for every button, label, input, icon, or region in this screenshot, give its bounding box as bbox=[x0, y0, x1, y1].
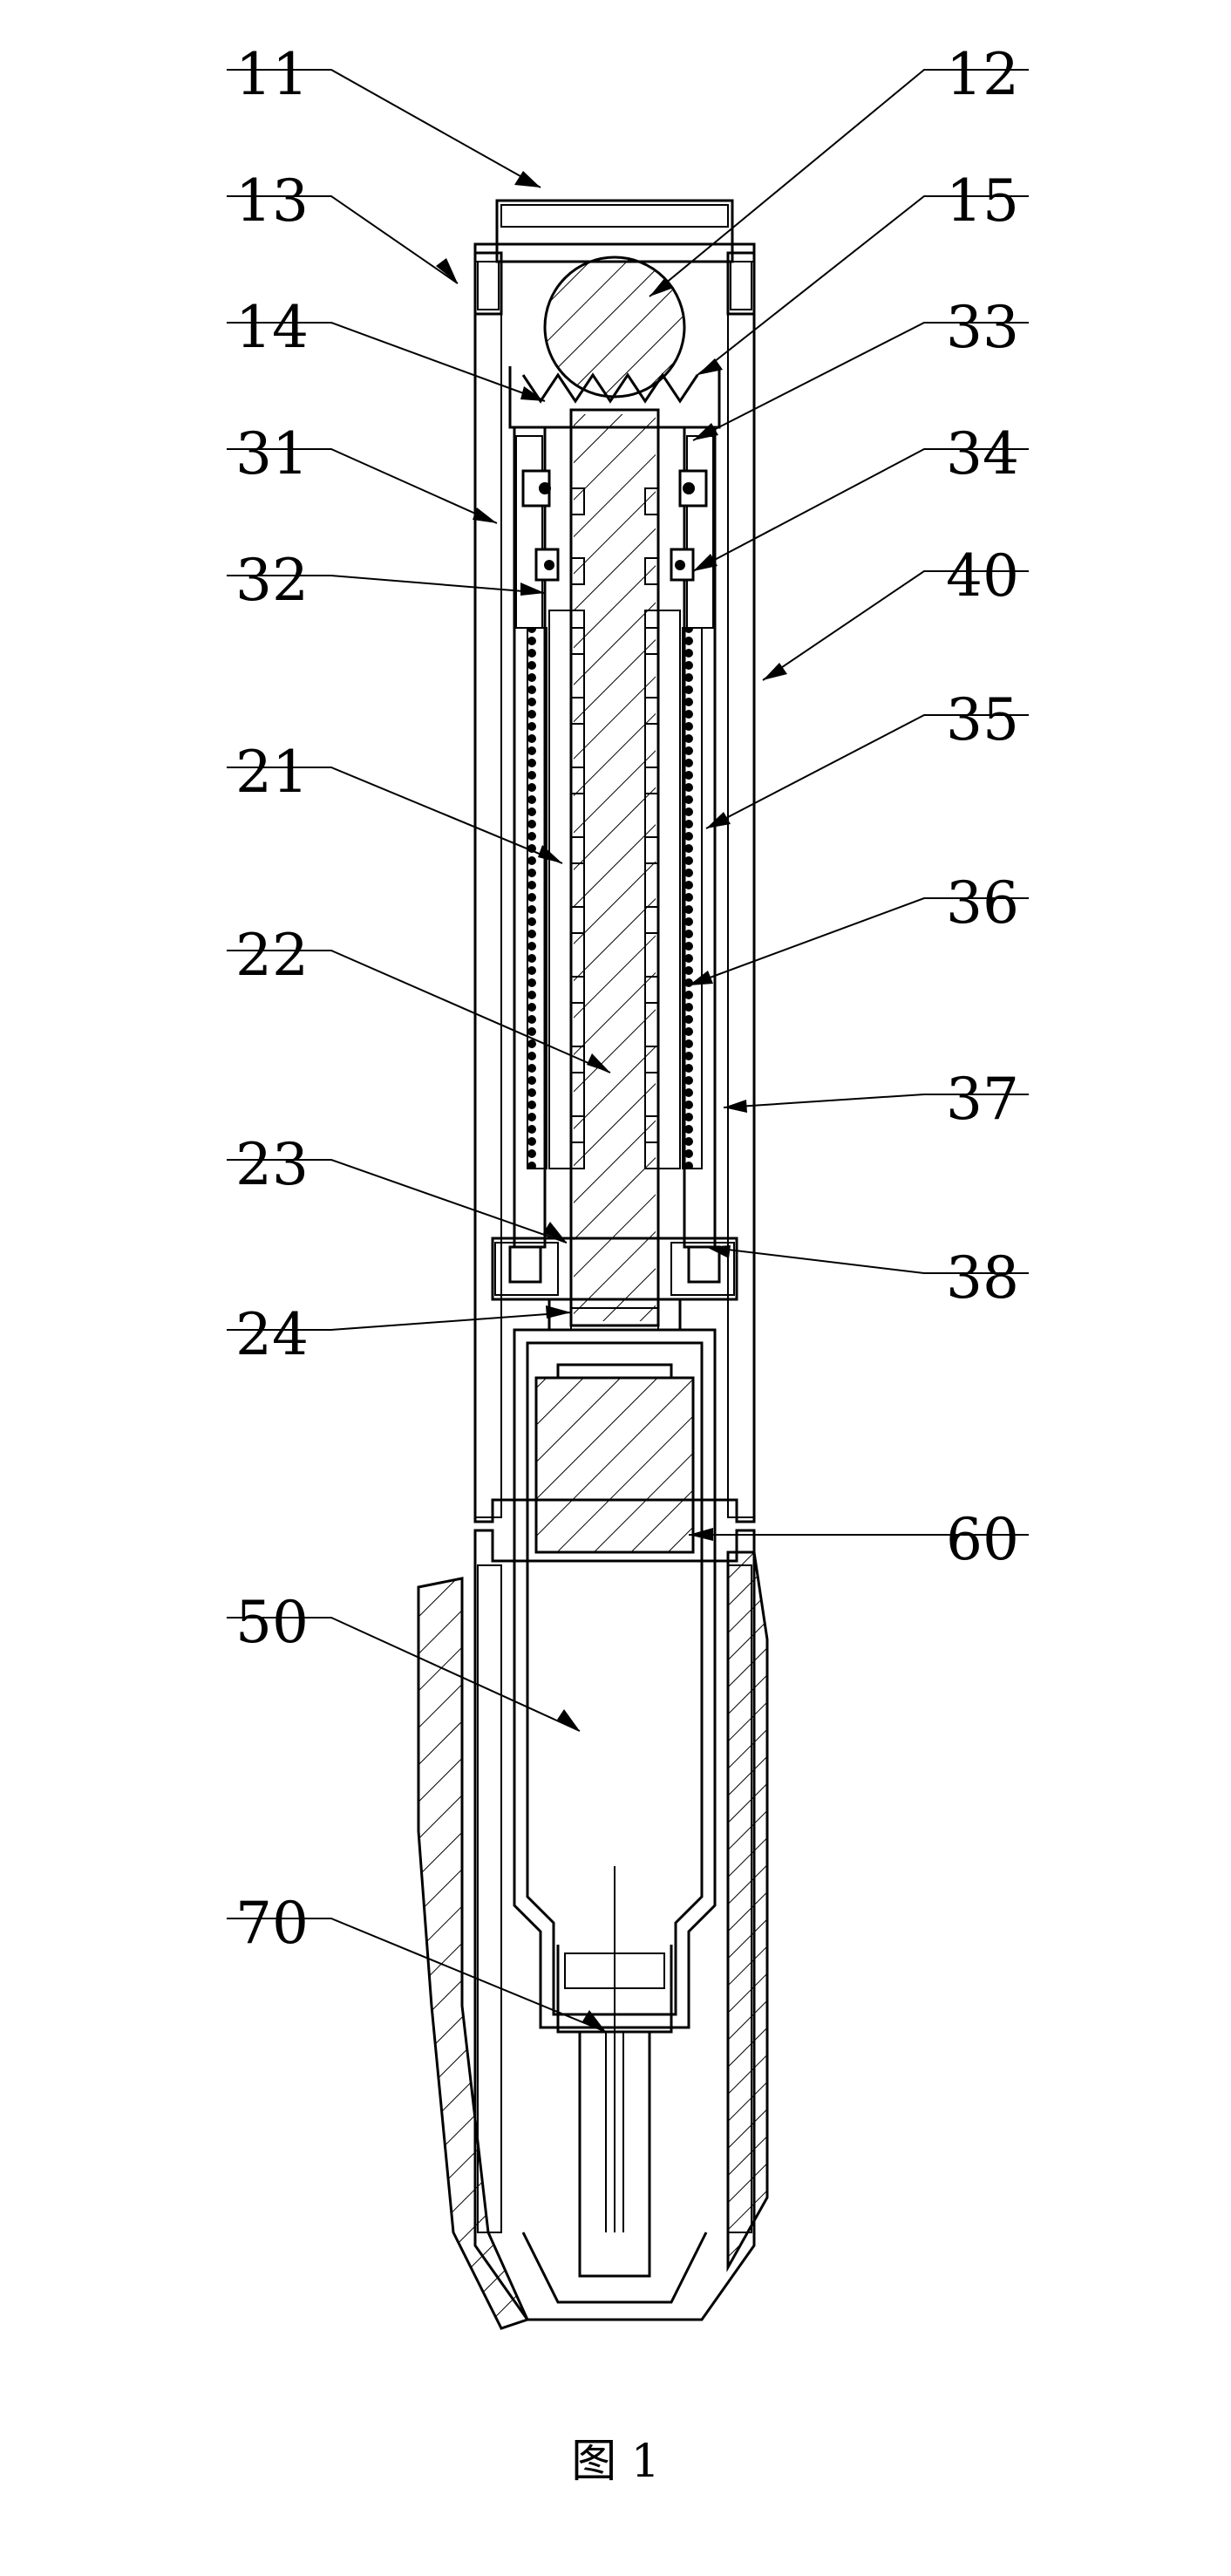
label-50: 50 bbox=[235, 1589, 309, 1656]
label-38: 38 bbox=[946, 1244, 1019, 1312]
figure-caption: 图 1 bbox=[571, 2436, 660, 2488]
pen-body bbox=[417, 199, 769, 2330]
label-36: 36 bbox=[946, 869, 1019, 937]
label-11: 11 bbox=[235, 41, 309, 108]
leader-lines bbox=[227, 69, 1029, 2033]
label-21: 21 bbox=[235, 739, 309, 806]
label-23: 23 bbox=[235, 1131, 309, 1198]
label-22: 22 bbox=[235, 922, 309, 989]
label-32: 32 bbox=[235, 547, 309, 614]
label-60: 60 bbox=[946, 1506, 1019, 1573]
label-15: 15 bbox=[946, 167, 1019, 235]
label-14: 14 bbox=[235, 294, 309, 361]
label-34: 34 bbox=[946, 420, 1019, 487]
arrowheads bbox=[436, 171, 787, 2032]
reference-numerals: 11 12 13 15 14 33 31 34 32 40 21 35 22 3… bbox=[235, 41, 1019, 1957]
label-12: 12 bbox=[946, 41, 1019, 108]
label-37: 37 bbox=[946, 1066, 1019, 1133]
label-33: 33 bbox=[946, 294, 1019, 361]
label-13: 13 bbox=[235, 167, 309, 235]
label-35: 35 bbox=[946, 686, 1019, 753]
label-24: 24 bbox=[235, 1301, 309, 1368]
label-70: 70 bbox=[235, 1890, 309, 1957]
label-31: 31 bbox=[235, 420, 309, 487]
label-40: 40 bbox=[946, 542, 1019, 610]
